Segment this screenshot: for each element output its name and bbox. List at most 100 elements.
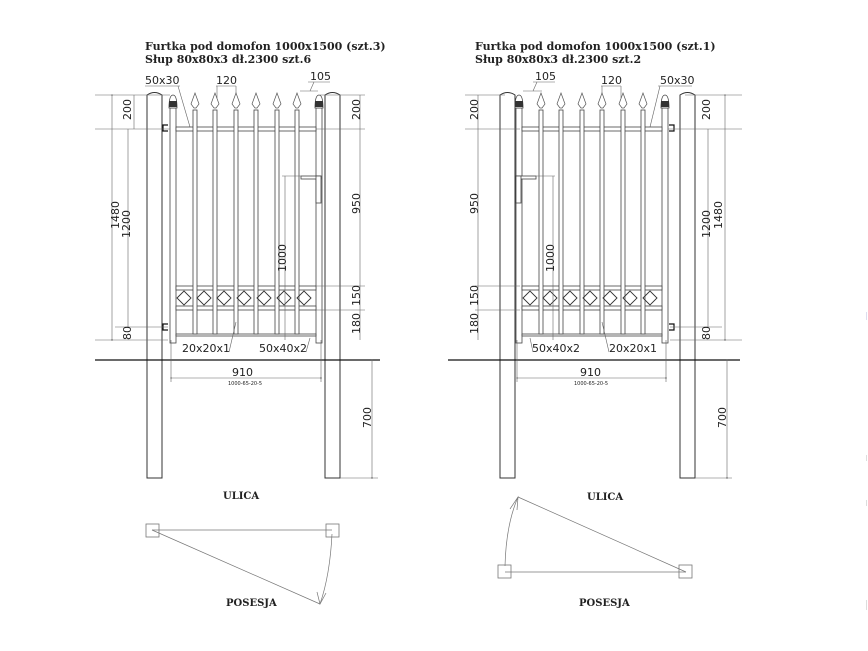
- spear-tip: [251, 91, 261, 109]
- gate-bar: [538, 109, 544, 335]
- edge-mark: [866, 312, 867, 320]
- edge-mark: [866, 455, 867, 461]
- diamond-ornament: [176, 290, 192, 306]
- diamond-ornament: [542, 290, 558, 306]
- right-dim-total-height: 1480: [712, 201, 725, 229]
- right-gate-bottom-rail: [521, 333, 663, 337]
- spear-tip: [210, 91, 220, 109]
- right-bar-profile-label: 20x20x1: [609, 342, 657, 355]
- left-gate-post-left: [146, 92, 163, 479]
- left-product-code: 1000-65-20-5: [228, 381, 262, 387]
- gate-bar: [253, 109, 259, 335]
- right-post-profile-label: 50x30: [660, 74, 695, 87]
- spear-tip: [556, 91, 566, 109]
- gate-bar: [558, 109, 564, 335]
- right-dim-embed-depth: 700: [716, 407, 729, 428]
- spear-tip: [577, 91, 587, 109]
- left-post-profile-leader: [177, 85, 191, 128]
- left-gate-stile-hinge: [169, 107, 177, 344]
- diamond-ornament: [216, 290, 232, 306]
- left-frame-profile-label: 50x40x2: [259, 342, 307, 355]
- right-gate-top-rail: [521, 126, 663, 132]
- right-bar-spacing-label: 120: [601, 74, 622, 87]
- right-gap-label: 105: [535, 70, 556, 83]
- spear-tip: [618, 91, 628, 109]
- right-gate-hinge-top: [669, 124, 675, 132]
- left-gate-band-bottom-rail: [175, 305, 317, 311]
- gate-bar: [233, 109, 239, 335]
- left-gate-band-top-rail: [175, 285, 317, 291]
- right-plan-view: ULICA POSESJA: [497, 492, 693, 609]
- diamond-ornament: [622, 290, 638, 306]
- right-product-code: 1000-65-20-5: [574, 381, 608, 387]
- right-gate-bars: [536, 91, 648, 335]
- left-gate-diamond-band: [176, 290, 312, 306]
- spear-tip: [536, 91, 546, 109]
- diamond-ornament: [236, 290, 252, 306]
- right-gate-stile-latch: [515, 107, 523, 344]
- spear-tip: [231, 91, 241, 109]
- diamond-ornament: [582, 290, 598, 306]
- right-dim-gate-height: 1000: [544, 244, 557, 272]
- gate-bar: [274, 109, 280, 335]
- edge-marks: [866, 312, 867, 610]
- gate-bar: [599, 109, 605, 335]
- right-dim-top-height-right: 200: [700, 99, 713, 120]
- left-post-profile-label: 50x30: [145, 74, 180, 87]
- gate-bar: [620, 109, 626, 335]
- left-gate-stile-collar: [169, 101, 177, 107]
- plan-swing-arc: [319, 533, 333, 605]
- left-property-label: POSESJA: [226, 598, 277, 609]
- left-gap-leader: [309, 81, 315, 92]
- spear-tip: [638, 91, 648, 109]
- diamond-ornament: [602, 290, 618, 306]
- right-gate-band-bottom-rail: [521, 305, 663, 311]
- right-property-label: POSESJA: [579, 598, 630, 609]
- left-dim-total-height: 1480: [109, 201, 122, 229]
- left-bar-profile-leader: [228, 321, 237, 353]
- right-dim-top-height: 200: [468, 99, 481, 120]
- left-gap-label: 105: [310, 70, 331, 83]
- left-gate-stile-latch: [315, 107, 323, 344]
- spear-tip: [272, 91, 282, 109]
- diamond-ornament: [196, 290, 212, 306]
- left-bar-spacing-label: 120: [216, 74, 237, 87]
- left-dim-top-height: 200: [121, 99, 134, 120]
- diamond-ornament: [296, 290, 312, 306]
- right-gate-post-left: [499, 92, 516, 479]
- diamond-ornament: [256, 290, 272, 306]
- left-dim-width: 910: [232, 366, 253, 379]
- right-gate-title: Furtka pod domofon 1000x1500 (szt.1): [475, 40, 716, 53]
- left-gate-handle-plate: [315, 175, 322, 204]
- spear-tip: [292, 91, 302, 109]
- right-gate-stile-latch-collar: [515, 101, 523, 107]
- right-post-profile-leader: [649, 85, 661, 128]
- right-dim-handle-height: 950: [468, 193, 481, 214]
- plan-gate-open: [151, 529, 321, 605]
- left-gate-post-right: [324, 92, 341, 479]
- right-gate-handle-plate: [515, 175, 522, 204]
- left-gate-stile-latch-collar: [315, 101, 323, 107]
- left-gate-hinge-top: [162, 124, 168, 132]
- right-gate-stile-collar: [661, 101, 669, 107]
- left-dim-handle-height: 950: [350, 193, 363, 214]
- plan-swing-arrow-icon: [509, 495, 519, 511]
- edge-mark: [866, 600, 867, 610]
- right-gate-post-right: [679, 92, 696, 479]
- left-dim-bottom-height: 80: [121, 326, 134, 340]
- right-dim-base-height: 180: [468, 313, 481, 334]
- right-dim-band-height: 150: [468, 285, 481, 306]
- spear-tip: [597, 91, 607, 109]
- left-dim-top-height-right: 200: [350, 99, 363, 120]
- edge-mark: [866, 500, 867, 506]
- right-bar-profile-leader: [601, 321, 610, 353]
- right-street-label: ULICA: [587, 492, 623, 503]
- left-bar-profile-label: 20x20x1: [182, 342, 230, 355]
- diamond-ornament: [562, 290, 578, 306]
- gate-bar: [579, 109, 585, 335]
- left-gate-bars: [190, 91, 302, 335]
- left-plan-view: ULICA POSESJA: [145, 491, 340, 609]
- left-dim-embed-depth: 700: [361, 407, 374, 428]
- gate-bar: [640, 109, 646, 335]
- right-gap-leader: [532, 81, 538, 92]
